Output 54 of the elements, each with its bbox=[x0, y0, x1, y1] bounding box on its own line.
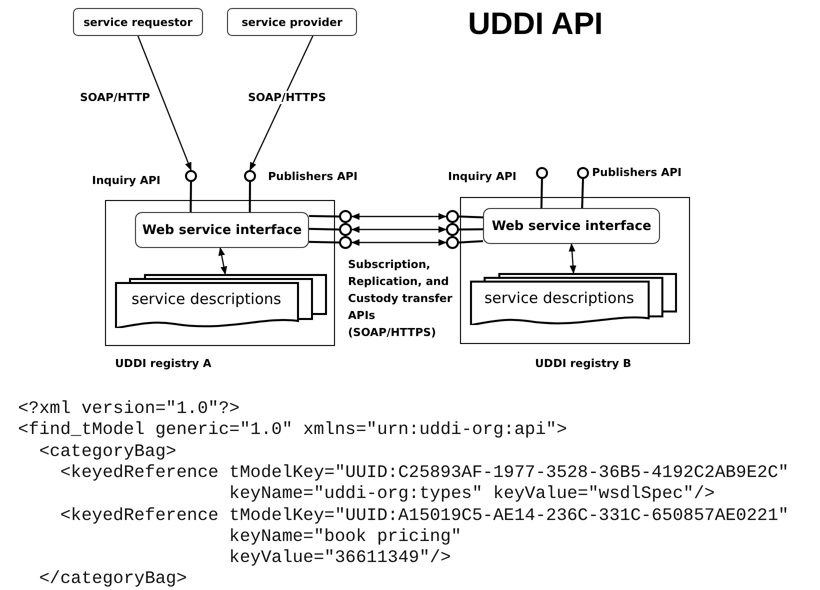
code-line: <?xml version="1.0"?> bbox=[18, 399, 240, 420]
arrow bbox=[568, 243, 576, 274]
port-label: Inquiry API bbox=[448, 170, 516, 183]
connector-line bbox=[458, 216, 484, 218]
connector-line bbox=[190, 182, 192, 212]
registry-label: UDDI registry A bbox=[115, 357, 212, 370]
stack-label: service descriptions bbox=[484, 288, 634, 307]
code-line: <keyedReference tModelKey="UUID:C25893AF-1977-3528-36B5-4192C2AB9E2C" bbox=[59, 462, 789, 484]
code-line: keyValue="36611349"/> bbox=[228, 548, 451, 570]
connector-line bbox=[581, 178, 584, 208]
diagram-title: UDDI API bbox=[468, 6, 603, 42]
port-circle bbox=[244, 170, 256, 182]
connector-line bbox=[308, 214, 340, 218]
connector-line bbox=[458, 228, 484, 230]
port-circle bbox=[339, 210, 352, 223]
port-label: Inquiry API bbox=[92, 174, 160, 187]
arrow bbox=[351, 239, 447, 246]
arrow bbox=[351, 226, 447, 233]
registry-label: UDDI registry B bbox=[535, 357, 632, 370]
connector-line bbox=[308, 240, 340, 244]
process-box: service provider bbox=[227, 8, 357, 36]
interface-box: Web service interface bbox=[135, 212, 309, 248]
port-circle bbox=[446, 210, 459, 223]
connector-line bbox=[458, 240, 484, 244]
interface-box: Web service interface bbox=[483, 208, 660, 244]
connector-line bbox=[308, 228, 340, 230]
code-line: <keyedReference tModelKey="UUID:A15019C5-AE14-236C-331C-650857AE0221" bbox=[59, 506, 789, 526]
port-circle bbox=[446, 223, 459, 236]
connector-line bbox=[540, 178, 543, 208]
port-circle bbox=[536, 167, 548, 179]
port-circle bbox=[577, 167, 589, 179]
port-circle bbox=[185, 170, 197, 182]
connector-line bbox=[248, 182, 251, 212]
document-stack bbox=[115, 274, 327, 328]
port-circle bbox=[339, 236, 352, 249]
document-stack bbox=[470, 273, 677, 325]
edge-label: SOAP/HTTPS bbox=[248, 91, 326, 104]
process-box: service requestor bbox=[73, 8, 203, 36]
port-circle bbox=[446, 236, 459, 249]
arrow bbox=[351, 213, 447, 220]
code-line: <find_tModel generic="1.0" xmlns="urn:uddi-org:api"> bbox=[18, 420, 568, 442]
port-label: Publishers API bbox=[592, 166, 682, 179]
arrow bbox=[218, 247, 228, 275]
stack-label: service descriptions bbox=[132, 290, 282, 308]
note-text: Subscription, Replication, and Custody transfer APIs (SOAP/HTTPS) bbox=[348, 257, 454, 341]
code-line: <categoryBag> bbox=[38, 442, 176, 463]
arrow bbox=[249, 36, 314, 171]
code-line: keyName="book pricing" bbox=[228, 526, 462, 548]
port-circle bbox=[339, 223, 352, 236]
code-line: keyName="uddi-org:types" keyValue="wsdlSpec"/> bbox=[228, 484, 715, 506]
arrow bbox=[137, 36, 192, 171]
edge-label: SOAP/HTTP bbox=[80, 91, 150, 104]
port-label: Publishers API bbox=[268, 170, 358, 183]
code-line: </categoryBag> bbox=[38, 569, 187, 590]
